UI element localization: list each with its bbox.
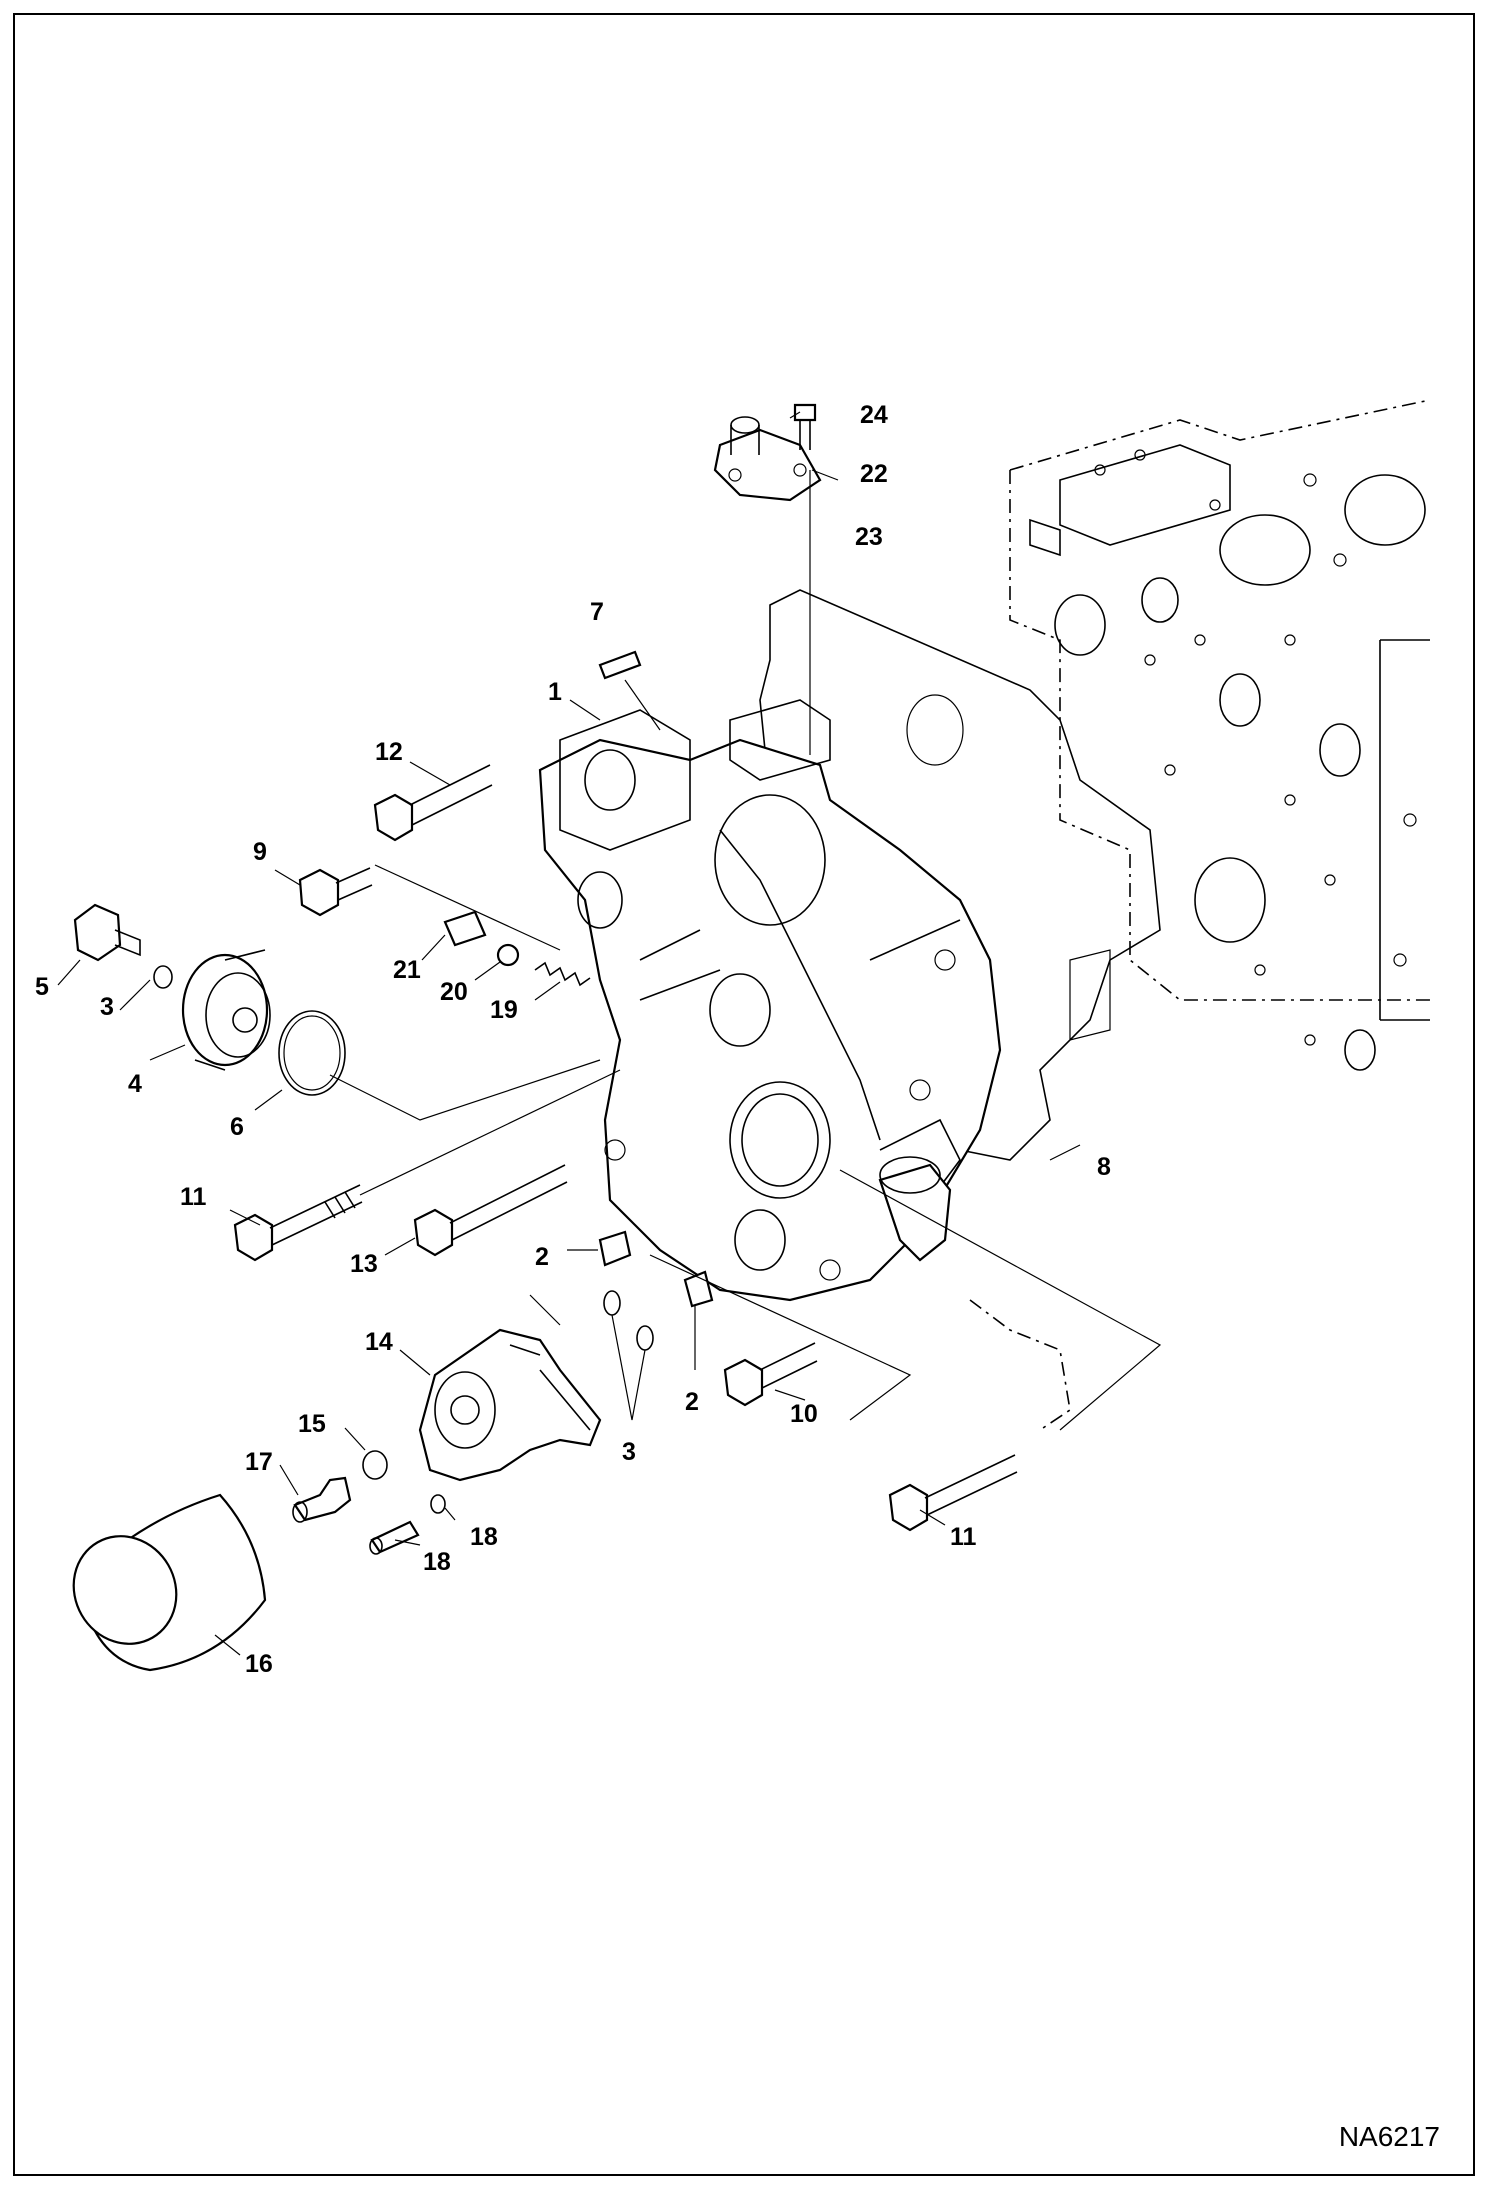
callout-18b: 18 bbox=[423, 1548, 451, 1576]
oil-filter bbox=[72, 1493, 267, 1672]
o-ring-3 bbox=[153, 965, 173, 989]
valve-sleeve-21 bbox=[443, 910, 487, 947]
nipple-17 bbox=[292, 1476, 352, 1523]
bolt-18 bbox=[369, 1520, 420, 1555]
callout-8: 8 bbox=[1097, 1153, 1111, 1181]
oil-pump-cover bbox=[181, 949, 271, 1071]
callout-15: 15 bbox=[298, 1410, 326, 1438]
cover-plate bbox=[713, 416, 822, 502]
washer-18 bbox=[430, 1494, 446, 1514]
callout-13: 13 bbox=[350, 1250, 378, 1278]
o-ring-3b bbox=[636, 1325, 654, 1351]
leader-lines bbox=[57, 411, 1081, 1656]
dowel-pin bbox=[598, 650, 642, 680]
callout-labels: 1 2 2 3 3 4 5 6 7 8 9 10 11 11 12 13 14 … bbox=[35, 401, 1111, 1678]
callout-3a: 3 bbox=[100, 993, 114, 1021]
callout-2b: 2 bbox=[685, 1388, 699, 1416]
o-ring-6 bbox=[278, 1010, 346, 1096]
callout-17: 17 bbox=[245, 1448, 273, 1476]
bolt-24 bbox=[793, 403, 817, 450]
callout-23: 23 bbox=[855, 523, 883, 551]
callout-5: 5 bbox=[35, 973, 49, 1001]
callout-12: 12 bbox=[375, 738, 403, 766]
plug-2a bbox=[598, 1230, 632, 1267]
callout-6: 6 bbox=[230, 1113, 244, 1141]
bolt-12 bbox=[373, 764, 493, 842]
bolt-10 bbox=[723, 1342, 818, 1407]
plug-5 bbox=[73, 903, 141, 962]
callout-11a: 11 bbox=[180, 1183, 207, 1211]
engine-block bbox=[1009, 399, 1431, 1071]
callout-10: 10 bbox=[790, 1400, 818, 1428]
callout-19: 19 bbox=[490, 996, 518, 1024]
o-ring-15 bbox=[362, 1450, 388, 1480]
figure-id-label: NA6217 bbox=[1338, 2121, 1440, 2152]
bolt-13 bbox=[413, 1164, 568, 1257]
callout-1: 1 bbox=[548, 678, 562, 706]
callout-4: 4 bbox=[128, 1070, 142, 1098]
callout-21: 21 bbox=[393, 956, 421, 984]
bolt-11-right bbox=[888, 1454, 1018, 1532]
callout-7: 7 bbox=[590, 598, 604, 626]
valve-ball-20 bbox=[496, 943, 520, 967]
callout-9: 9 bbox=[253, 838, 267, 866]
gear-case bbox=[538, 699, 1002, 1302]
bolt-11-left bbox=[233, 1184, 363, 1262]
callout-18a: 18 bbox=[470, 1523, 498, 1551]
callout-20: 20 bbox=[440, 978, 468, 1006]
callout-16: 16 bbox=[245, 1650, 273, 1678]
oil-filter-bracket bbox=[418, 1328, 602, 1482]
callout-2a: 2 bbox=[535, 1243, 549, 1271]
bolt-9 bbox=[298, 867, 373, 917]
o-ring-3a bbox=[603, 1290, 621, 1316]
callout-11b: 11 bbox=[950, 1523, 977, 1551]
callout-14: 14 bbox=[365, 1328, 393, 1356]
callout-3b: 3 bbox=[622, 1438, 636, 1466]
valve-spring-19 bbox=[534, 961, 591, 987]
callout-24: 24 bbox=[860, 401, 888, 429]
callout-22: 22 bbox=[860, 460, 888, 488]
